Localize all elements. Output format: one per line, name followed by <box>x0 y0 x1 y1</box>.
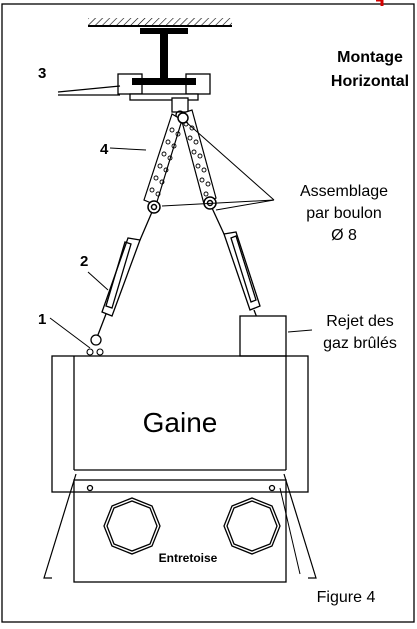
title-line1: Montage <box>337 49 403 66</box>
turnbuckle-left <box>90 211 153 346</box>
figure-caption: Figure 4 <box>317 589 376 606</box>
gaine-label: Gaine <box>143 407 218 438</box>
title-line2: Horizontal <box>331 73 409 90</box>
bolt-joint-left <box>147 200 161 214</box>
callout-2: 2 <box>80 253 88 270</box>
assemblage-label-line2: par boulon <box>306 205 382 222</box>
callout-4: 4 <box>100 141 109 158</box>
lug-left <box>86 348 104 356</box>
rejet-label-line1: Rejet des <box>326 313 394 330</box>
assemblage-label-line1: Assemblage <box>300 183 388 200</box>
i-beam <box>132 28 196 85</box>
perforated-strap-right <box>179 109 217 205</box>
assemblage-label-line3: Ø 8 <box>331 227 357 244</box>
ceiling <box>88 18 232 27</box>
entretoise-label: Entretoise <box>159 551 218 565</box>
bolt-joint-top <box>177 112 189 124</box>
entretoise-spacer <box>73 479 287 583</box>
callout-3: 3 <box>38 65 46 82</box>
rejet-label-line2: gaz brûlés <box>323 335 397 352</box>
perforated-strap-left <box>143 113 183 206</box>
bracket-feet <box>43 473 317 579</box>
leader-lines <box>49 121 313 575</box>
flue-outlet <box>239 315 287 357</box>
corner-mark <box>376 0 384 6</box>
gaine-duct <box>51 355 309 493</box>
callout-1: 1 <box>38 311 46 328</box>
outer-frame <box>1 3 415 623</box>
